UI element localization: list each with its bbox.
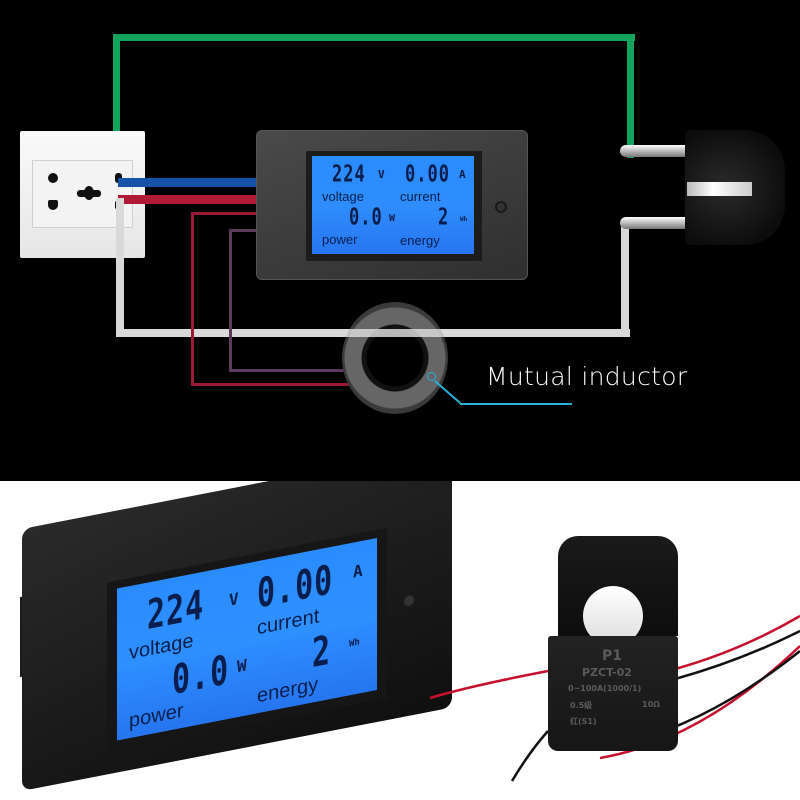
mutual-inductor-label: Mutual inductor — [486, 362, 688, 391]
power-meter: 224 V voltage 0.00 A current 0.0 W power… — [256, 130, 528, 280]
power-label: power — [322, 232, 358, 247]
ct-red-wire-v — [191, 212, 194, 386]
ct-terminal: 红(S1) — [570, 717, 597, 726]
current-transformer-ring — [342, 302, 448, 414]
ct-purple-wire-h1 — [229, 229, 258, 232]
power-value: 0.0 — [349, 204, 383, 231]
socket-hole — [48, 200, 58, 210]
callout-marker — [427, 372, 436, 381]
split-core-current-transformer: P1 PZCT-02 0~100A(1000/1) 0.5级 10Ω 红(S1) — [548, 536, 688, 751]
load-wire-through-ring — [342, 329, 448, 337]
current-unit: A — [459, 168, 466, 181]
ct-resistance: 10Ω — [642, 700, 660, 709]
current-label: current — [400, 189, 441, 204]
wiring-diagram: 224 V voltage 0.00 A current 0.0 W power… — [0, 0, 800, 481]
ct-purple-wire-h2 — [229, 369, 354, 372]
ct-rating: 0~100A(1000/1) — [568, 684, 642, 693]
load-wire-right — [621, 221, 629, 337]
voltage-unit: V — [378, 168, 385, 181]
callout-leader — [460, 403, 572, 405]
energy-value: 2 — [438, 204, 450, 231]
neutral-wire — [118, 178, 258, 187]
live-wire — [118, 195, 258, 204]
energy-unit: Wh — [460, 216, 468, 223]
plug-earth-pin — [687, 182, 752, 196]
load-wire-left — [116, 198, 124, 337]
ct-red-wire-h2 — [191, 383, 361, 386]
ct-model: PZCT-02 — [582, 666, 632, 679]
socket-hole — [84, 186, 94, 200]
voltage-value: 224 — [332, 161, 366, 188]
lcd-bezel: 224 V voltage 0.00 A current 0.0 W power… — [306, 151, 482, 261]
socket-hole — [48, 173, 58, 183]
meter-reset-button — [495, 201, 507, 213]
power-plug — [685, 130, 785, 245]
energy-label: energy — [400, 233, 440, 248]
ground-wire-right — [627, 34, 634, 158]
plug-prong-bottom — [620, 217, 690, 229]
ct-red-wire-h1 — [191, 212, 258, 215]
ct-accuracy: 0.5级 — [570, 701, 593, 710]
callout-leader-diag — [434, 380, 462, 404]
lcd-display: 224 V voltage 0.00 A current 0.0 W power… — [312, 156, 474, 254]
power-unit: W — [389, 213, 396, 224]
product-photo: 224 V voltage 0.00 A current 0.0 W power… — [0, 481, 800, 800]
voltage-label: voltage — [322, 189, 364, 204]
plug-prong-top — [620, 145, 690, 157]
current-value: 0.00 — [405, 161, 450, 188]
ground-wire — [113, 34, 120, 179]
clamp-body: P1 PZCT-02 0~100A(1000/1) 0.5级 10Ω 红(S1) — [548, 636, 678, 751]
ground-wire-top — [113, 34, 635, 41]
ct-label-p1: P1 — [602, 648, 623, 664]
ct-purple-wire-v — [229, 229, 232, 371]
